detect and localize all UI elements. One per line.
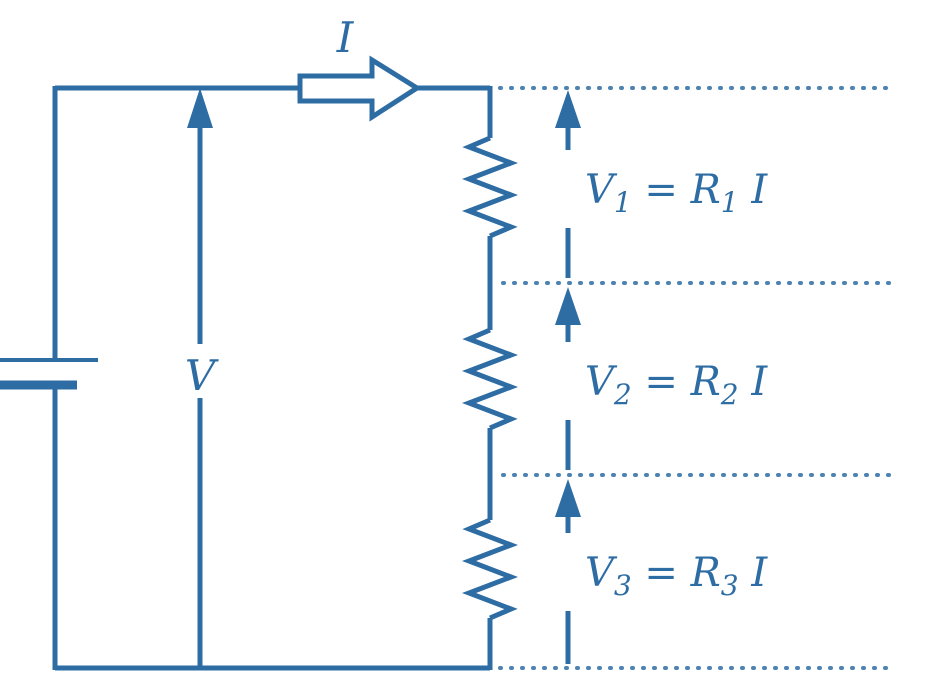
- v1-lhs-sub: 1: [614, 186, 632, 219]
- voltage-label-backing: [178, 344, 224, 398]
- v2-rhs: R: [690, 359, 721, 405]
- v1-lhs: V: [585, 167, 618, 213]
- v2-current: I: [739, 359, 769, 405]
- voltage-drop-3: V3 = R3 I: [548, 479, 880, 664]
- resistor-1: [461, 135, 519, 239]
- voltage-arrow-head: [187, 88, 213, 128]
- v3-equation-backing: [548, 533, 880, 611]
- v2-eq-sign: =: [632, 359, 691, 405]
- v1-arrow-head: [555, 90, 581, 128]
- v2-lhs-sub: 2: [613, 378, 632, 411]
- v2-lhs: V: [585, 359, 618, 405]
- voltage-drop-2: V2 = R2 I: [548, 287, 880, 470]
- v3-eq-sign: =: [632, 550, 691, 596]
- current-arrow: [297, 55, 422, 122]
- v1-rhs-sub: 1: [721, 186, 739, 219]
- v2-equation-backing: [548, 342, 880, 420]
- battery: [0, 358, 98, 390]
- v1-equation-backing: [548, 150, 880, 228]
- v3-lhs-sub: 3: [614, 569, 632, 602]
- current-label: I: [336, 13, 355, 62]
- v1-eq-sign: =: [632, 167, 691, 213]
- circuit-loop: [52, 85, 493, 671]
- v2-equation: V2 = R2 I: [585, 359, 768, 411]
- v3-arrow-head: [555, 479, 581, 517]
- voltage-drop-1: V1 = R1 I: [548, 90, 880, 278]
- resistor-3: [461, 517, 519, 621]
- resistor-2: [461, 327, 519, 431]
- current-indicator: I: [297, 13, 422, 122]
- v3-lhs: V: [585, 550, 618, 596]
- v3-equation: V3 = R3 I: [585, 550, 768, 602]
- v1-rhs: R: [690, 167, 721, 213]
- v3-current: I: [739, 550, 769, 596]
- v2-rhs-sub: 2: [720, 378, 739, 411]
- v1-current: I: [739, 167, 769, 213]
- voltage-label: V: [185, 351, 219, 400]
- voltage-arrow: V: [178, 88, 224, 666]
- v3-rhs: R: [690, 550, 721, 596]
- v3-rhs-sub: 3: [721, 569, 739, 602]
- v2-arrow-head: [555, 287, 581, 325]
- v1-equation: V1 = R1 I: [585, 167, 768, 219]
